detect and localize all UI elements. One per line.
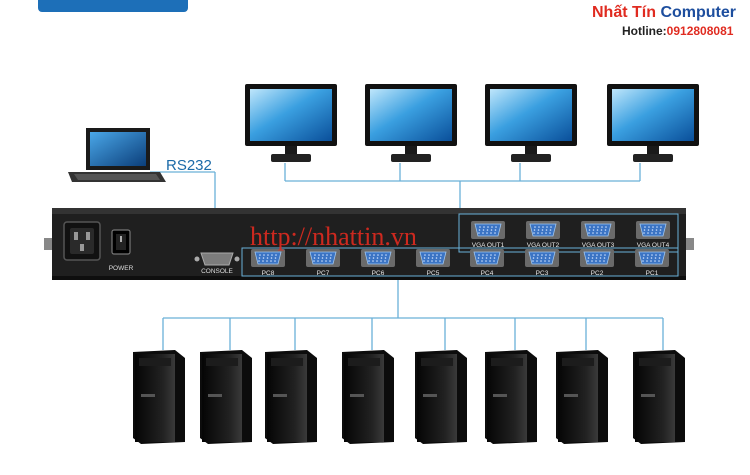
- pc-tower-icon: [200, 350, 252, 444]
- monitor-icon: [245, 84, 337, 162]
- port-label: PC6: [372, 270, 385, 277]
- pc-tower-icon: [633, 350, 685, 444]
- monitor-icon: [607, 84, 699, 162]
- vga-out-port: VGA OUT1: [471, 221, 505, 249]
- port-label: PC7: [317, 270, 330, 277]
- pc-input-port: PC8: [251, 249, 285, 277]
- power-label: POWER: [109, 265, 134, 272]
- port-label: VGA OUT4: [637, 242, 670, 249]
- vga-out-port: VGA OUT4: [636, 221, 670, 249]
- rs232-label: RS232: [166, 157, 212, 174]
- port-label: PC5: [427, 270, 440, 277]
- power-switch-icon: [111, 229, 131, 255]
- hotline-number: 0912808081: [666, 24, 734, 38]
- brand-name-part2: Computer: [660, 4, 737, 21]
- vga-out-port: VGA OUT2: [526, 221, 560, 249]
- port-label: VGA OUT2: [527, 242, 560, 249]
- vga-out-ports: VGA OUT1 VGA OUT2 VGA OUT3 VGA OUT4: [471, 221, 670, 249]
- brand-name-part1: Nhất Tín: [592, 4, 656, 21]
- monitor-group: [245, 84, 699, 162]
- pc-input-port: PC6: [361, 249, 395, 277]
- pc-input-port: PC5: [416, 249, 450, 277]
- vga-out-port: VGA OUT3: [581, 221, 615, 249]
- monitor-icon: [365, 84, 457, 162]
- port-label: PC2: [591, 270, 604, 277]
- port-label: PC8: [262, 270, 275, 277]
- hotline-label: Hotline:: [622, 24, 667, 38]
- pc-input-ports: PC8 PC7 PC6 PC5 PC4 PC3 PC2 PC1: [251, 249, 669, 277]
- power-socket-icon: [63, 221, 101, 261]
- laptop-icon: [68, 128, 166, 182]
- console-label: CONSOLE: [201, 268, 233, 275]
- pc-input-port: PC7: [306, 249, 340, 277]
- pc-tower-group: [133, 350, 685, 444]
- port-label: PC4: [481, 270, 494, 277]
- pc-tower-icon: [415, 350, 467, 444]
- monitor-icon: [485, 84, 577, 162]
- cable-lines: [150, 163, 664, 350]
- pc-tower-icon: [342, 350, 394, 444]
- pc-input-port: PC1: [635, 249, 669, 277]
- watermark-text: http://nhattin.vn: [250, 222, 417, 251]
- pc-tower-icon: [265, 350, 317, 444]
- brand-logo: Nhất Tín Computer: [592, 4, 748, 24]
- pc-input-port: PC4: [470, 249, 504, 277]
- pc-input-port: PC2: [580, 249, 614, 277]
- console-port-icon: [194, 252, 240, 266]
- pc-tower-icon: [556, 350, 608, 444]
- port-label: PC1: [646, 270, 659, 277]
- pc-input-port: PC3: [525, 249, 559, 277]
- pc-tower-icon: [133, 350, 185, 444]
- port-label: VGA OUT3: [582, 242, 615, 249]
- port-label: PC3: [536, 270, 549, 277]
- header-tab: [38, 0, 188, 12]
- port-label: VGA OUT1: [472, 242, 505, 249]
- pc-tower-icon: [485, 350, 537, 444]
- hotline: Hotline:0912808081: [622, 24, 748, 40]
